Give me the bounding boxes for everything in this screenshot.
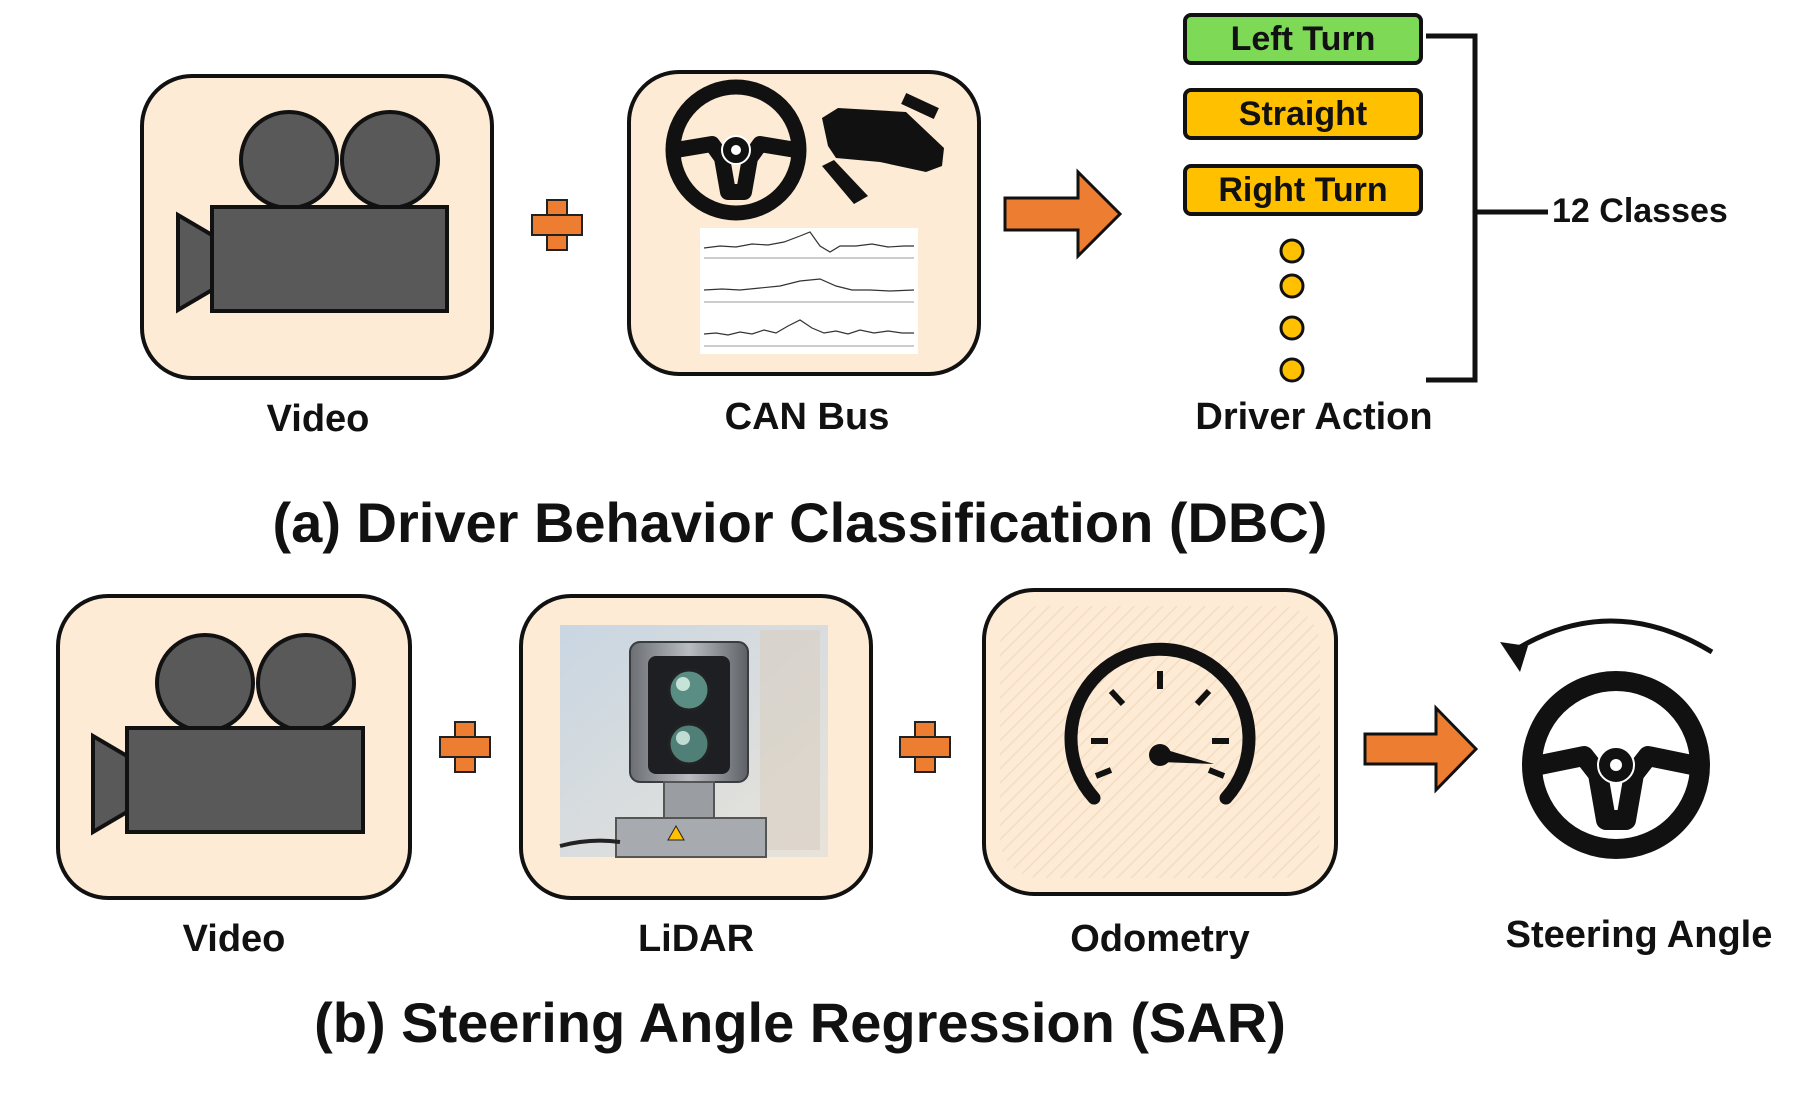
more-classes-dots: [1279, 238, 1305, 383]
odometry-card: [982, 588, 1338, 896]
plus-operator-a: [531, 199, 583, 251]
class-left-turn: Left Turn: [1183, 13, 1423, 65]
caption-b: (b) Steering Angle Regression (SAR): [314, 991, 1286, 1054]
video-card-a: [140, 74, 494, 380]
sensor-signal-plots: [700, 228, 918, 354]
odometry-label: Odometry: [1070, 918, 1250, 960]
classes-count-label: 12 Classes: [1552, 192, 1728, 230]
can-bus-label: CAN Bus: [724, 396, 890, 438]
caption-a: (a) Driver Behavior Classification (DBC): [272, 491, 1328, 554]
lidar-sensor-icon: [559, 625, 828, 858]
video-card-b: [56, 594, 412, 900]
plus-operator-b1: [439, 721, 491, 773]
video-camera-icon: [91, 633, 365, 836]
video-camera-icon: [176, 110, 449, 314]
class-right-turn: Right Turn: [1183, 164, 1423, 216]
plus-operator-b2: [899, 721, 951, 773]
steering-wheel-icon: [665, 79, 807, 221]
lidar-label: LiDAR: [637, 918, 755, 960]
pedal-boot-icon: [822, 92, 944, 204]
lidar-card: [519, 594, 873, 900]
steering-angle-label: Steering Angle: [1505, 914, 1773, 956]
arrow-b: [1363, 704, 1479, 794]
can-bus-card: [627, 70, 981, 376]
video-label-a: Video: [266, 398, 370, 440]
class-straight: Straight: [1183, 88, 1423, 140]
video-label-b: Video: [182, 918, 286, 960]
driver-action-label: Driver Action: [1195, 396, 1433, 438]
arrow-a: [1003, 168, 1123, 260]
speedometer-icon: [1064, 642, 1256, 805]
steering-wheel-output-icon: [1500, 618, 1714, 859]
classes-bracket: [1426, 33, 1548, 383]
